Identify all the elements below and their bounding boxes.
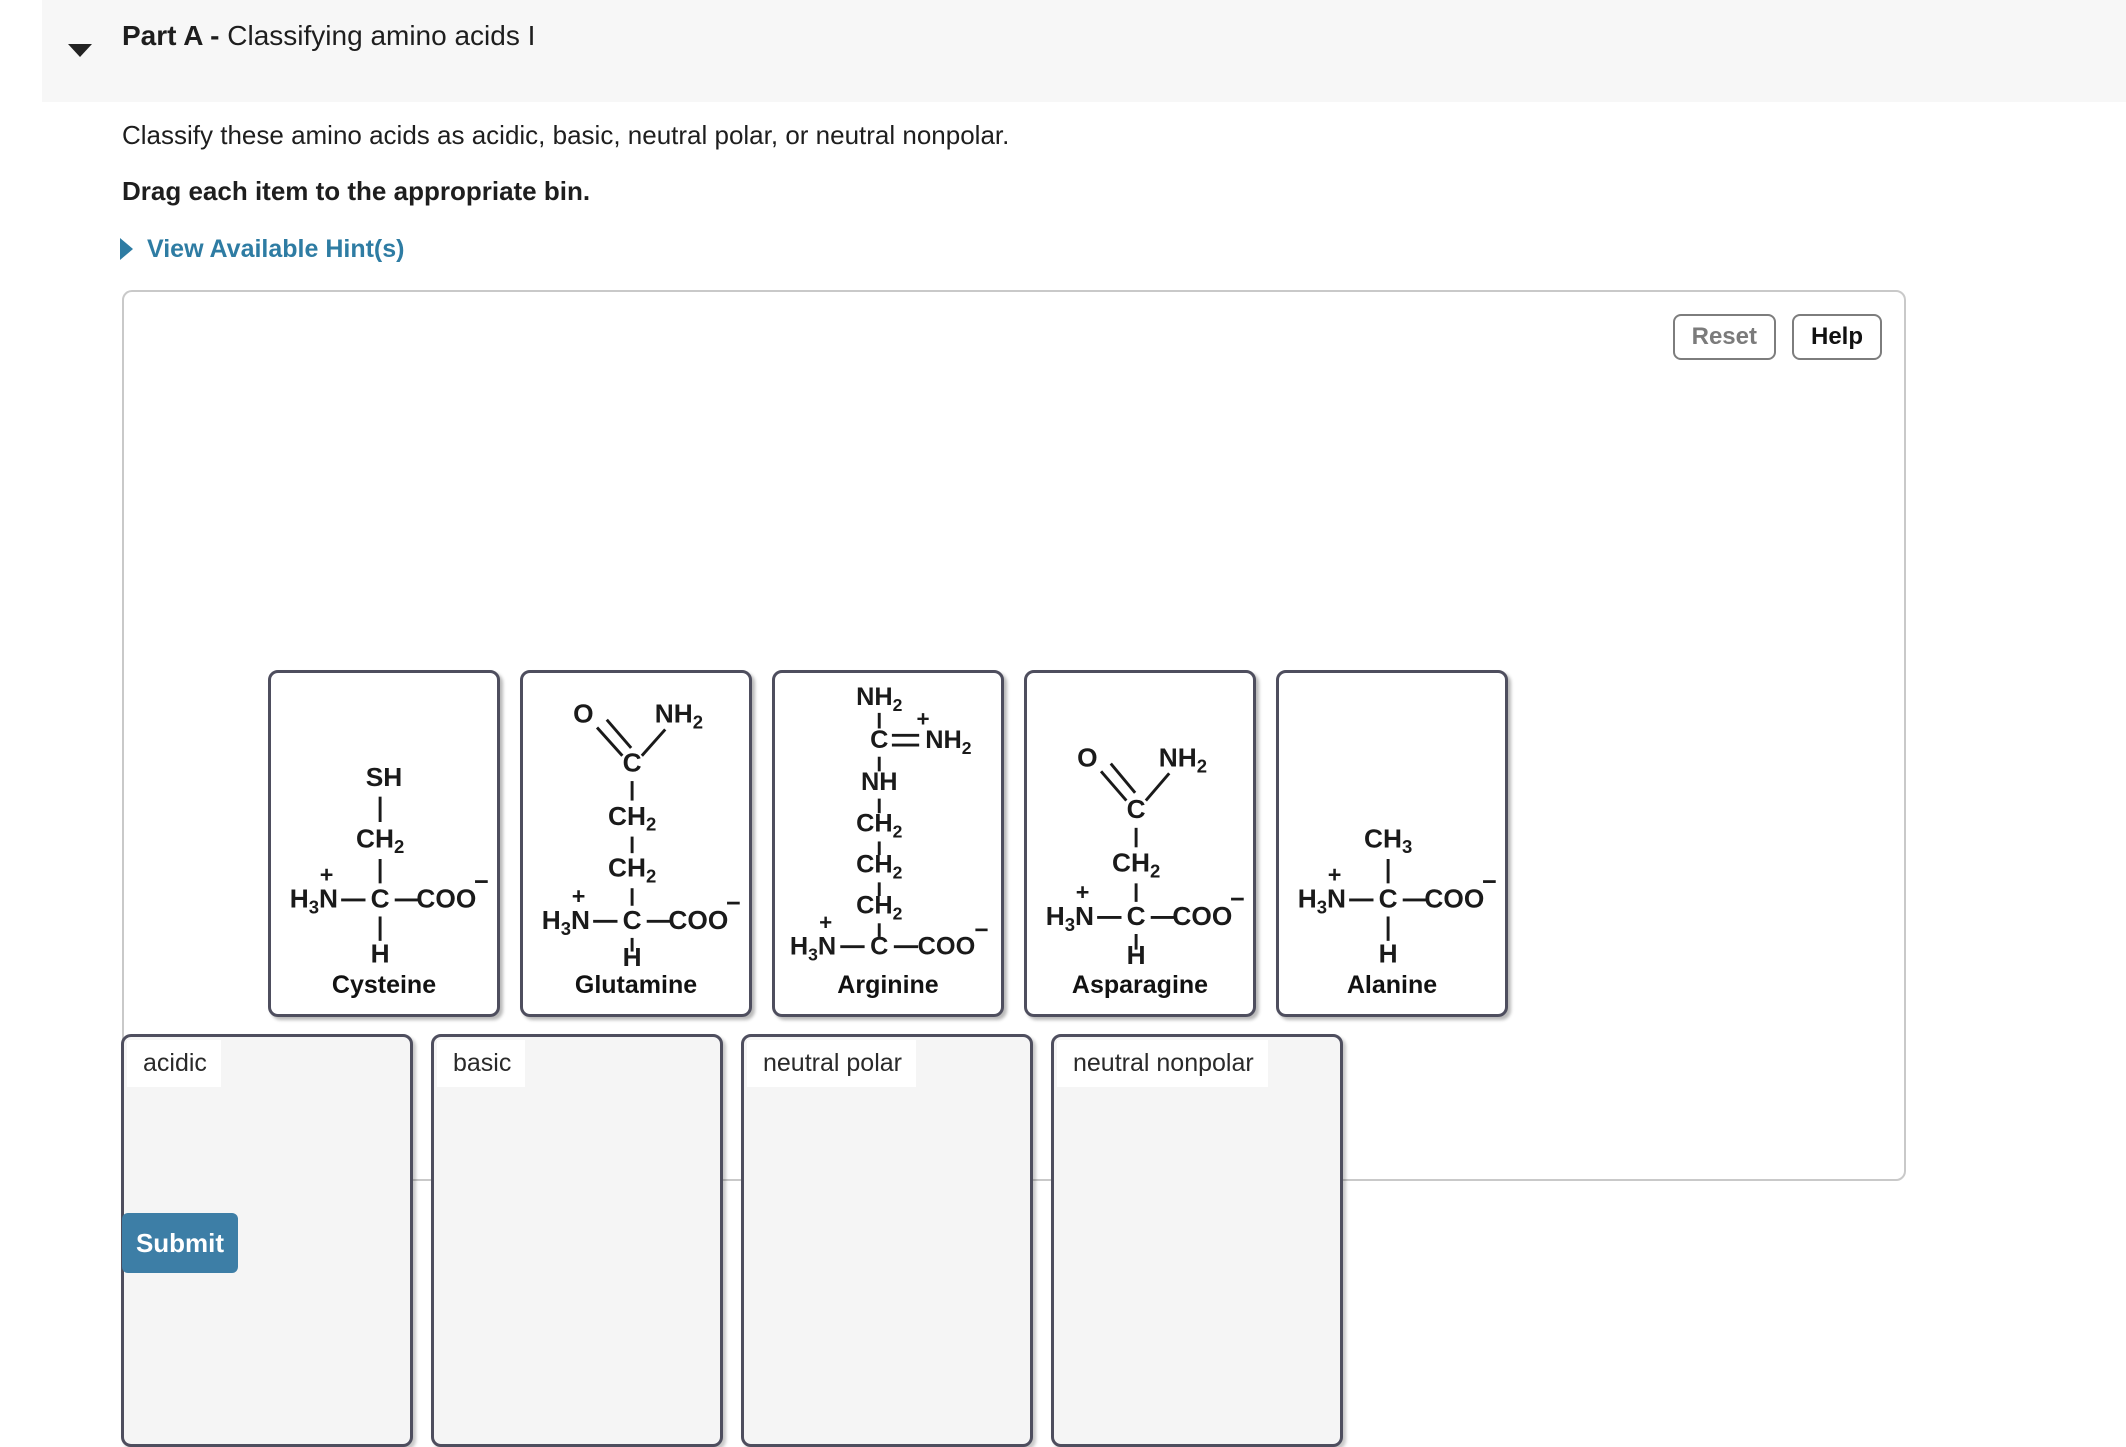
drop-bin-basic[interactable]: basic <box>431 1034 723 1447</box>
bin-label: neutral polar <box>747 1040 916 1087</box>
svg-text:+: + <box>320 861 334 887</box>
caret-right-icon <box>120 238 133 260</box>
reset-button[interactable]: Reset <box>1672 314 1776 360</box>
svg-text:CH2: CH2 <box>856 892 903 924</box>
svg-text:+: + <box>917 707 930 732</box>
draggable-card-arginine[interactable]: NH2 C NH2 + NH CH2 CH2 CH2 H3N + C COO − <box>772 670 1004 1017</box>
svg-text:+: + <box>1076 879 1090 905</box>
bin-label: basic <box>437 1040 526 1087</box>
submit-button[interactable]: Submit <box>122 1213 238 1273</box>
molecule-structure-cysteine: SH CH2 H3N + C COO − H <box>271 673 497 970</box>
svg-text:+: + <box>1328 861 1342 887</box>
svg-text:C: C <box>623 747 642 777</box>
draggable-card-alanine[interactable]: CH3 H3N + C COO − H Alanine <box>1276 670 1508 1017</box>
caret-down-icon[interactable] <box>68 44 92 57</box>
svg-text:COO: COO <box>918 932 976 960</box>
card-label: Glutamine <box>574 971 698 999</box>
svg-text:NH: NH <box>861 768 898 796</box>
drop-bin-neutral-polar[interactable]: neutral polar <box>741 1034 1033 1447</box>
svg-text:+: + <box>572 883 586 909</box>
draggable-card-cysteine[interactable]: SH CH2 H3N + C COO − H Cysteine <box>268 670 500 1017</box>
svg-text:CH2: CH2 <box>608 801 656 835</box>
svg-text:O: O <box>573 699 593 729</box>
draggable-card-glutamine[interactable]: O NH2 C CH2 CH2 H3N + C COO − H <box>520 670 752 1017</box>
svg-text:H: H <box>1379 938 1398 968</box>
svg-text:H3N: H3N <box>542 905 590 939</box>
svg-text:COO: COO <box>1172 901 1232 931</box>
svg-text:H: H <box>623 942 642 970</box>
bin-label: neutral nonpolar <box>1057 1040 1268 1087</box>
page-title: Part A - Classifying amino acids I <box>122 18 535 54</box>
svg-text:H3N: H3N <box>790 932 836 964</box>
svg-text:CH3: CH3 <box>1364 823 1412 857</box>
molecule-structure-glutamine: O NH2 C CH2 CH2 H3N + C COO − H <box>523 673 749 970</box>
svg-text:C: C <box>870 726 888 754</box>
svg-text:NH2: NH2 <box>856 683 903 715</box>
svg-text:CH2: CH2 <box>1112 848 1160 882</box>
svg-text:NH2: NH2 <box>1159 742 1207 776</box>
card-label: Asparagine <box>1071 971 1209 999</box>
part-header-bar: Part A - Classifying amino acids I <box>42 0 2126 102</box>
card-label: Cysteine <box>331 971 437 999</box>
part-title: Classifying amino acids I <box>227 20 536 51</box>
svg-text:−: − <box>474 868 489 896</box>
svg-text:CH2: CH2 <box>356 823 404 857</box>
drag-drop-activity-panel: Reset Help SH CH2 H3N + C COO − H <box>121 290 1906 1447</box>
card-label: Alanine <box>1346 971 1438 999</box>
svg-text:C: C <box>623 905 642 935</box>
svg-text:−: − <box>1482 868 1497 896</box>
svg-text:COO: COO <box>1424 884 1484 914</box>
bin-label: acidic <box>127 1040 221 1087</box>
svg-text:C: C <box>1379 884 1398 914</box>
svg-text:COO: COO <box>416 884 476 914</box>
card-label: Arginine <box>837 971 939 999</box>
svg-text:O: O <box>1077 742 1097 772</box>
svg-text:H: H <box>1127 940 1146 970</box>
drop-bin-neutral-nonpolar[interactable]: neutral nonpolar <box>1051 1034 1343 1447</box>
svg-text:CH2: CH2 <box>608 853 656 887</box>
svg-text:NH2: NH2 <box>655 699 703 733</box>
svg-text:−: − <box>726 890 741 918</box>
view-hints-label: View Available Hint(s) <box>147 234 405 263</box>
svg-text:H3N: H3N <box>1298 884 1346 918</box>
svg-text:COO: COO <box>668 905 728 935</box>
svg-text:−: − <box>974 917 988 944</box>
svg-text:NH2: NH2 <box>925 726 972 758</box>
prompt-text: Classify these amino acids as acidic, ba… <box>122 120 1010 150</box>
svg-text:CH2: CH2 <box>856 851 903 883</box>
activity-toolbar: Reset Help <box>1672 314 1882 360</box>
molecule-structure-asparagine: O NH2 C CH2 H3N + C COO − H <box>1027 673 1253 970</box>
svg-text:SH: SH <box>366 762 403 792</box>
svg-text:H3N: H3N <box>290 884 338 918</box>
view-hints-toggle[interactable]: View Available Hint(s) <box>120 232 404 266</box>
svg-text:C: C <box>371 884 390 914</box>
draggable-card-asparagine[interactable]: O NH2 C CH2 H3N + C COO − H <box>1024 670 1256 1017</box>
svg-text:C: C <box>1127 794 1146 824</box>
svg-text:CH2: CH2 <box>856 810 903 842</box>
svg-text:H3N: H3N <box>1046 901 1094 935</box>
svg-text:−: − <box>1230 886 1245 914</box>
molecule-structure-arginine: NH2 C NH2 + NH CH2 CH2 CH2 H3N + C COO − <box>775 673 1001 970</box>
molecule-structure-alanine: CH3 H3N + C COO − H <box>1279 673 1505 970</box>
svg-text:+: + <box>819 910 832 935</box>
part-label: Part A - <box>122 20 220 51</box>
svg-text:H: H <box>371 938 390 968</box>
svg-text:C: C <box>1127 901 1146 931</box>
help-button[interactable]: Help <box>1791 314 1882 360</box>
svg-text:C: C <box>870 932 888 960</box>
drag-instruction: Drag each item to the appropriate bin. <box>122 176 591 206</box>
